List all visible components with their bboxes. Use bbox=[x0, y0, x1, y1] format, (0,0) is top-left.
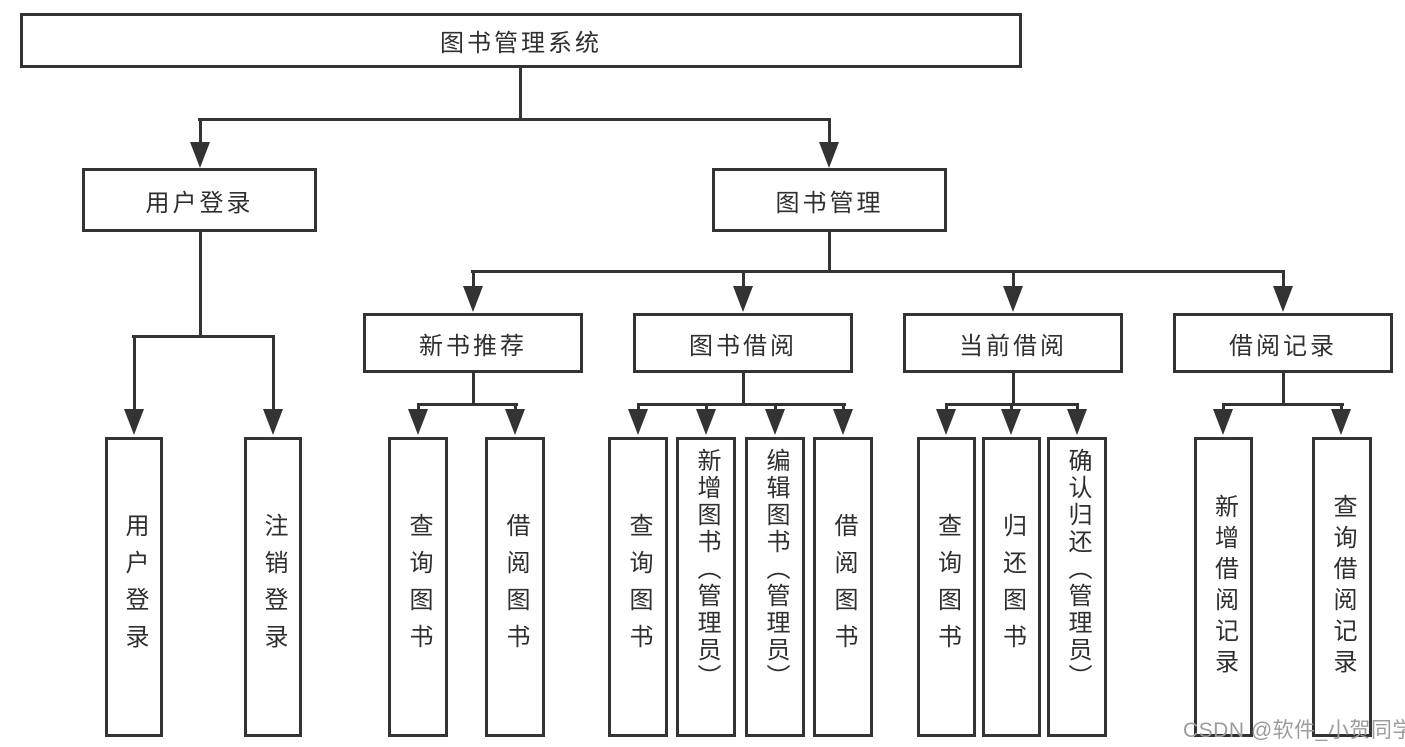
connector-line bbox=[1012, 270, 1015, 288]
leaf-logout-login: 注销登录 bbox=[244, 437, 302, 737]
leaf-records-query-borrow-record: 查询借阅记录 bbox=[1312, 437, 1372, 737]
connector-line bbox=[742, 270, 745, 288]
node-label: 确认归还（管理员） bbox=[1064, 448, 1091, 691]
connector-line bbox=[774, 403, 777, 411]
connector-line bbox=[417, 403, 518, 406]
connector-arrowhead bbox=[190, 142, 210, 168]
connector-line bbox=[198, 118, 831, 121]
connector-line bbox=[472, 270, 475, 288]
leaf-borrowing-add-books-admin: 新增图书（管理员） bbox=[676, 437, 736, 737]
node-label: 编辑图书（管理员） bbox=[762, 448, 789, 691]
node-label: 图书借阅 bbox=[689, 332, 797, 360]
connector-line bbox=[519, 65, 522, 118]
node-label: 图书管理系统 bbox=[440, 30, 602, 57]
connector-line bbox=[199, 118, 202, 144]
connector-arrowhead bbox=[263, 409, 283, 435]
node-new-book-recommendation: 新书推荐 bbox=[363, 313, 583, 373]
node-current-borrowing: 当前借阅 bbox=[903, 313, 1123, 373]
connector-line bbox=[1282, 373, 1285, 403]
connector-arrowhead bbox=[1001, 409, 1021, 435]
connector-arrowhead bbox=[1331, 409, 1351, 435]
csdn-watermark: CSDN @软件_小贺同学 bbox=[1183, 719, 1405, 742]
connector-arrowhead bbox=[936, 409, 956, 435]
connector-line bbox=[637, 403, 846, 406]
leaf-borrowing-edit-books-admin: 编辑图书（管理员） bbox=[745, 437, 805, 737]
leaf-newbooks-borrow-books: 借阅图书 bbox=[485, 437, 545, 737]
node-label: 注销登录 bbox=[260, 513, 287, 661]
connector-line bbox=[637, 403, 640, 411]
node-user-login: 用户登录 bbox=[82, 168, 317, 232]
connector-line bbox=[1076, 403, 1079, 411]
leaf-current-query-books: 查询图书 bbox=[917, 437, 976, 737]
connector-line bbox=[828, 232, 831, 270]
connector-arrowhead bbox=[696, 409, 716, 435]
node-label: 查询借阅记录 bbox=[1329, 494, 1356, 680]
connector-line bbox=[133, 335, 136, 413]
connector-line bbox=[132, 335, 274, 338]
connector-arrowhead bbox=[1273, 286, 1293, 312]
connector-line bbox=[945, 403, 948, 411]
node-label: 借阅图书 bbox=[502, 513, 529, 661]
connector-arrowhead bbox=[765, 409, 785, 435]
connector-arrowhead bbox=[628, 409, 648, 435]
connector-line bbox=[471, 270, 1285, 273]
connector-arrowhead bbox=[408, 409, 428, 435]
node-label: 查询图书 bbox=[405, 513, 432, 661]
connector-line bbox=[1012, 373, 1015, 403]
node-label: 当前借阅 bbox=[959, 332, 1067, 360]
node-library-management-system: 图书管理系统 bbox=[20, 13, 1022, 68]
connector-line bbox=[1282, 270, 1285, 288]
connector-line bbox=[828, 118, 831, 144]
node-borrowing-records: 借阅记录 bbox=[1173, 313, 1393, 373]
node-label: 新增借阅记录 bbox=[1210, 494, 1238, 680]
connector-line bbox=[1010, 403, 1013, 411]
connector-line bbox=[472, 373, 475, 403]
node-label: 归还图书 bbox=[998, 513, 1026, 661]
connector-line bbox=[272, 335, 275, 413]
leaf-user-login: 用户登录 bbox=[105, 437, 163, 737]
connector-arrowhead bbox=[124, 409, 144, 435]
node-label: 查询图书 bbox=[933, 513, 961, 661]
node-book-borrowing: 图书借阅 bbox=[633, 313, 853, 373]
connector-arrowhead bbox=[1003, 286, 1023, 312]
connector-arrowhead bbox=[819, 142, 839, 168]
connector-line bbox=[417, 403, 420, 411]
leaf-current-return-books: 归还图书 bbox=[982, 437, 1041, 737]
node-label: 借阅图书 bbox=[830, 513, 857, 661]
connector-arrowhead bbox=[505, 409, 525, 435]
node-label: 图书管理 bbox=[775, 189, 884, 217]
connector-line bbox=[1222, 403, 1344, 406]
leaf-borrowing-query-books: 查询图书 bbox=[608, 437, 668, 737]
connector-arrowhead bbox=[733, 286, 753, 312]
leaf-newbooks-query-books: 查询图书 bbox=[388, 437, 448, 737]
node-label: 查询图书 bbox=[625, 513, 652, 661]
connector-line bbox=[842, 403, 845, 411]
node-label: 新增图书（管理员） bbox=[693, 448, 720, 691]
leaf-current-confirm-return-admin: 确认归还（管理员） bbox=[1047, 437, 1107, 737]
connector-line bbox=[514, 403, 517, 411]
connector-arrowhead bbox=[833, 409, 853, 435]
connector-arrowhead bbox=[1213, 409, 1233, 435]
leaf-borrowing-borrow-books: 借阅图书 bbox=[813, 437, 873, 737]
connector-line bbox=[705, 403, 708, 411]
node-book-management: 图书管理 bbox=[712, 168, 947, 232]
connector-arrowhead bbox=[1067, 409, 1087, 435]
node-label: 用户登录 bbox=[145, 189, 254, 217]
node-label: 借阅记录 bbox=[1229, 332, 1337, 360]
leaf-records-add-borrow-record: 新增借阅记录 bbox=[1194, 437, 1253, 737]
connector-line bbox=[1340, 403, 1343, 411]
connector-line bbox=[1222, 403, 1225, 411]
node-label: 用户登录 bbox=[121, 513, 148, 661]
connector-line bbox=[742, 373, 745, 403]
node-label: 新书推荐 bbox=[419, 332, 527, 360]
connector-arrowhead bbox=[463, 286, 483, 312]
connector-line bbox=[199, 232, 202, 335]
